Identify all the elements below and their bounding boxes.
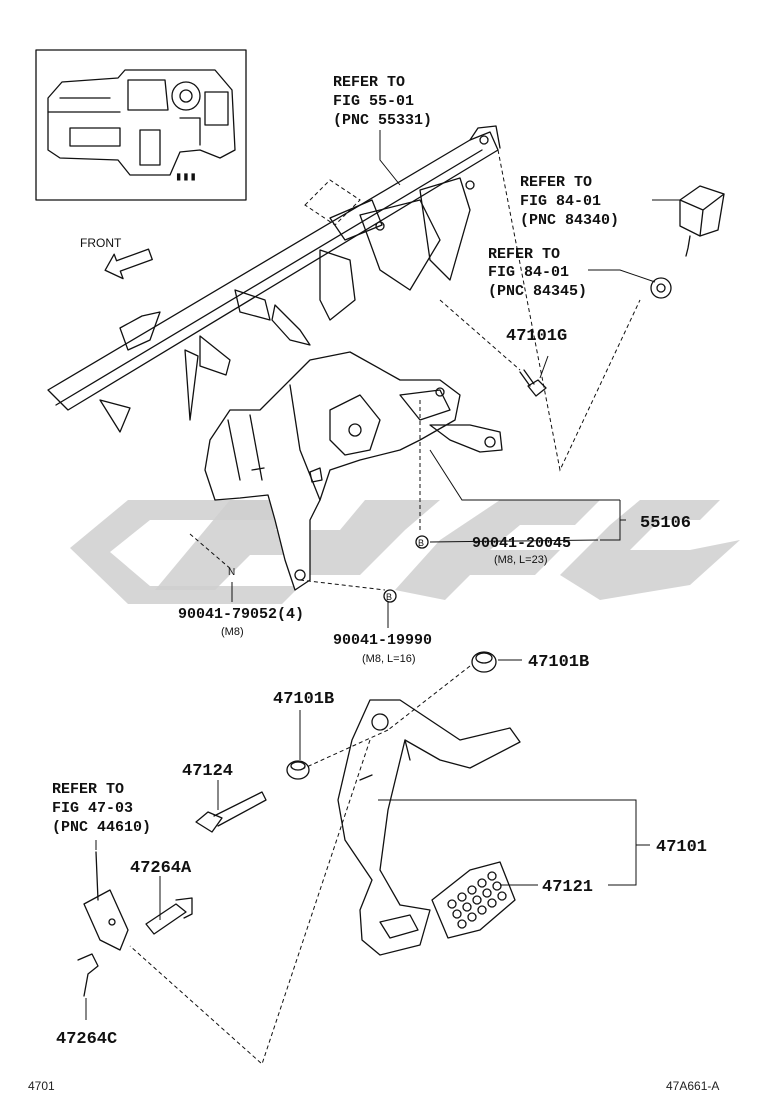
svg-text:(PNC 84345): (PNC 84345) [488, 283, 587, 300]
front-label: FRONT [80, 236, 122, 250]
svg-text:B: B [418, 538, 424, 548]
svg-text:FIG 55-01: FIG 55-01 [333, 93, 414, 110]
svg-text:FIG 47-03: FIG 47-03 [52, 800, 133, 817]
pin-47264a [145, 897, 193, 935]
pedal-support-bracket [204, 351, 503, 591]
illustration-code: 47A661-A [666, 1079, 719, 1093]
svg-text:(PNC 55331): (PNC 55331) [333, 112, 432, 129]
bolt-47124 [195, 791, 267, 833]
part-47264c-label: 47264C [56, 1030, 117, 1049]
leader-lines [85, 130, 680, 1020]
part-47101-label: 47101 [656, 838, 707, 857]
part-90041-19990-spec: (M8, L=16) [362, 653, 416, 665]
part-47264a-label: 47264A [130, 859, 192, 878]
marker-n1: N [228, 567, 235, 578]
ref-84340-label: REFER TO FIG 84-01 (PNC 84340) [520, 174, 619, 229]
marker-b1: B [415, 535, 429, 549]
bushing-47101b-top [471, 651, 497, 673]
svg-text:REFER TO: REFER TO [520, 174, 592, 191]
pushrod-clevis [83, 851, 129, 951]
part-47101b-top-label: 47101B [528, 653, 589, 672]
svg-text:N: N [228, 567, 235, 578]
part-47101g-label: 47101G [506, 327, 567, 346]
ref-84345-label: REFER TO FIG 84-01 (PNC 84345) [488, 246, 587, 300]
ref-44610-label: REFER TO FIG 47-03 (PNC 44610) [52, 781, 151, 836]
stop-lamp-switch [650, 185, 725, 299]
bushing-47101b-left [286, 760, 310, 780]
svg-text:FIG 84-01: FIG 84-01 [488, 264, 569, 281]
svg-text:(PNC 44610): (PNC 44610) [52, 819, 151, 836]
svg-text:(PNC 84340): (PNC 84340) [520, 212, 619, 229]
part-90041-79052-spec: (M8) [221, 626, 244, 638]
inset-overview: ▮▮▮ [35, 49, 247, 201]
part-55106-label: 55106 [640, 514, 691, 533]
brake-pedal [337, 699, 521, 956]
figure-number: 4701 [28, 1079, 55, 1093]
clip-47264c [77, 953, 99, 997]
svg-text:REFER TO: REFER TO [333, 74, 405, 91]
part-47121-label: 47121 [542, 878, 593, 897]
pedal-pad-grid [447, 871, 507, 929]
bolt-47101g [519, 369, 547, 397]
part-47124-label: 47124 [182, 762, 233, 781]
inset-marks: ▮▮▮ [175, 170, 197, 184]
svg-text:REFER TO: REFER TO [488, 246, 560, 263]
part-90041-20045-label: 90041-20045 [472, 535, 571, 552]
marker-b2: B [383, 589, 397, 603]
dash-reinforcement-beam [47, 125, 501, 433]
svg-text:B: B [386, 592, 392, 602]
part-47101b-left-label: 47101B [273, 690, 334, 709]
svg-text:REFER TO: REFER TO [52, 781, 124, 798]
ref-55331-label: REFER TO FIG 55-01 (PNC 55331) [333, 74, 432, 129]
svg-text:FIG 84-01: FIG 84-01 [520, 193, 601, 210]
part-90041-79052-label: 90041-79052(4) [178, 606, 304, 623]
dashed-connectors [129, 149, 641, 1065]
front-arrow: FRONT [80, 236, 153, 280]
part-90041-19990-label: 90041-19990 [333, 632, 432, 649]
part-90041-20045-spec: (M8, L=23) [494, 554, 548, 566]
